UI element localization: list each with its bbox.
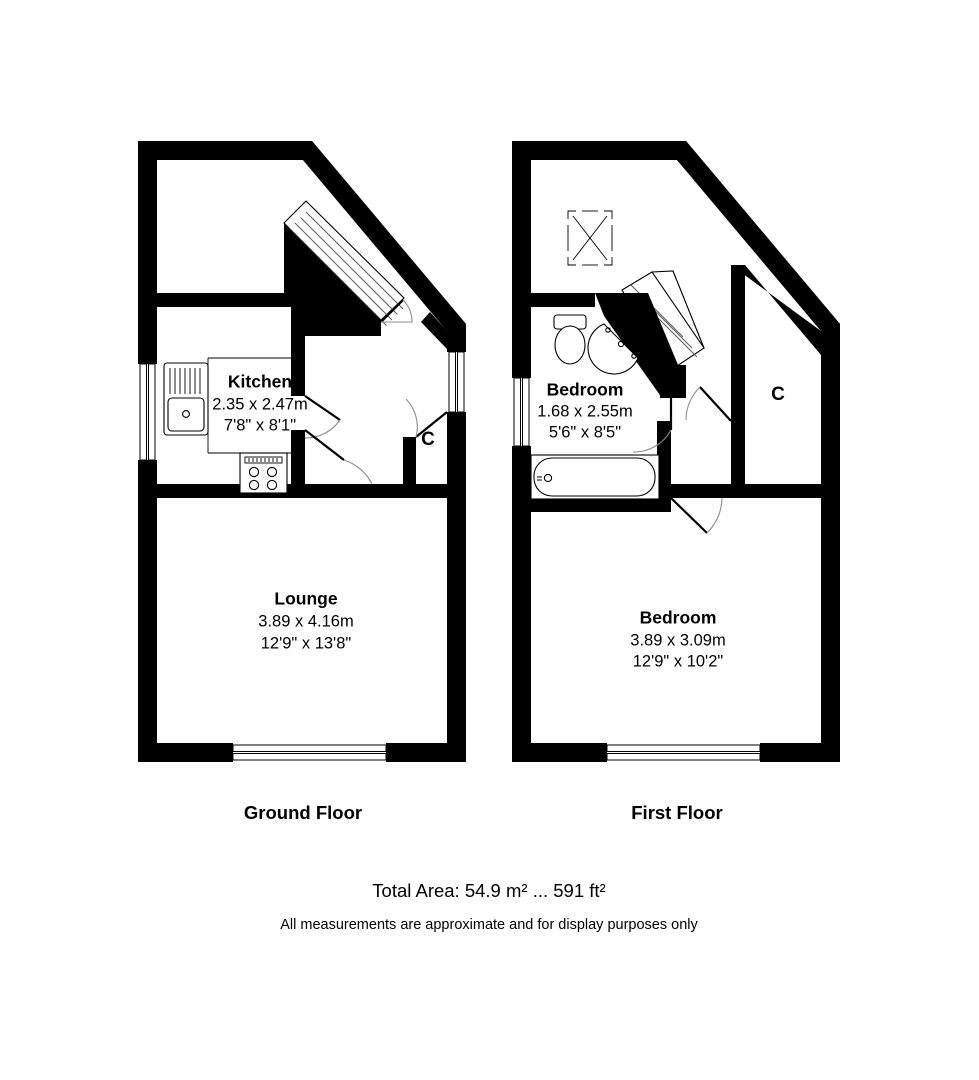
ground-floor-title: Ground Floor (244, 802, 362, 823)
ground-entrance-door[interactable] (380, 299, 413, 323)
ground-floor-plan: Kitchen 2.35 x 2.47m 7'8" x 8'1" Lounge … (138, 141, 466, 823)
first-bedroom-door[interactable] (670, 497, 723, 534)
ground-hall-window (447, 351, 466, 413)
first-floor-plan: Bedroom 1.68 x 2.55m 5'6" x 8'5" Bedroom… (512, 141, 840, 823)
first-wall-cupboard-bottom (731, 484, 821, 498)
loft-hatch-icon (567, 210, 613, 266)
lounge-dim-imperial: 12'9" x 13'8" (261, 634, 352, 652)
first-floor-angled-wall (677, 141, 840, 331)
first-floor-title: First Floor (631, 802, 722, 823)
ground-wall-kitchen-right-lower (291, 430, 305, 498)
first-wall-bathroom-top (531, 293, 595, 307)
ground-cupboard-door[interactable] (405, 398, 448, 438)
total-area-label: Total Area: 54.9 m² ... 591 ft² (372, 880, 605, 901)
kitchen-room-name: Kitchen (228, 372, 292, 392)
first-wall-bathroom-bottom (531, 498, 671, 512)
first-stair-wall-lower (660, 365, 686, 398)
lounge-dim-metric: 3.89 x 4.16m (258, 612, 353, 630)
kitchen-dim-metric: 2.35 x 2.47m (212, 395, 307, 413)
first-wall-cupboard-left (731, 265, 745, 498)
ground-lounge-door[interactable] (304, 429, 373, 485)
first-cupboard-label: C (771, 384, 785, 405)
kitchen-sink (163, 362, 209, 436)
ground-wall-hall-bottom (291, 484, 447, 498)
ground-wall-kitchen-right-upper (291, 293, 305, 396)
main-bedroom-room-name: Bedroom (640, 608, 717, 628)
wash-basin-fixture (587, 323, 639, 375)
disclaimer-label: All measurements are approximate and for… (280, 917, 698, 933)
kitchen-dim-imperial: 7'8" x 8'1" (224, 416, 296, 434)
ground-entrance-jamb (421, 312, 447, 349)
bathroom-bedroom-dim-metric: 1.68 x 2.55m (537, 402, 632, 420)
bath-fixture (530, 454, 660, 500)
ground-cupboard-left-wall (403, 437, 416, 498)
first-wall-landing-bottom (671, 484, 745, 498)
ground-lounge-window (232, 743, 387, 762)
bathroom-bedroom-dim-imperial: 5'6" x 8'5" (549, 423, 621, 441)
lounge-room-name: Lounge (274, 589, 337, 609)
ground-stair-block (284, 223, 305, 296)
first-wall-bathroom-right (657, 421, 671, 498)
ground-wall-hall-top (157, 293, 305, 307)
bathroom-bedroom-room-name: Bedroom (547, 380, 624, 400)
footer: Total Area: 54.9 m² ... 591 ft² All meas… (280, 880, 698, 933)
ground-floor-angled-wall (303, 141, 466, 331)
first-bedroom-window (606, 743, 761, 762)
first-bathroom-window (512, 377, 531, 447)
kitchen-cooker (239, 452, 288, 494)
ground-cupboard-label: C (421, 429, 435, 450)
first-cupboard-door[interactable] (685, 386, 732, 422)
first-bathroom-door[interactable] (632, 398, 673, 453)
main-bedroom-dim-imperial: 12'9" x 10'2" (633, 652, 724, 670)
ground-kitchen-window (138, 363, 157, 461)
ground-entrance-return (447, 324, 466, 349)
toilet-fixture (553, 314, 587, 365)
ground-stair-soffit (305, 244, 381, 336)
main-bedroom-dim-metric: 3.89 x 3.09m (630, 631, 725, 649)
ground-kitchen-door[interactable] (304, 395, 341, 439)
